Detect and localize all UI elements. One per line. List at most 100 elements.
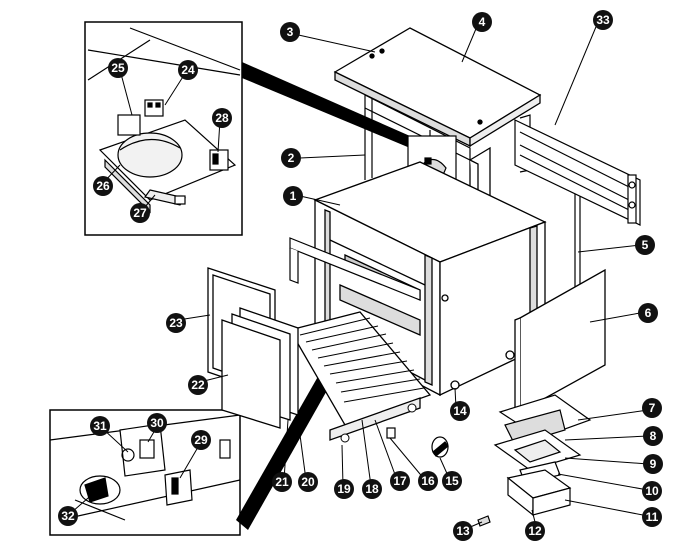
callout-number: 18 <box>365 482 379 496</box>
callout-circle <box>283 186 303 206</box>
callout-26: 26 <box>93 176 113 196</box>
callout-17: 17 <box>390 471 410 491</box>
callout-circle <box>472 12 492 32</box>
callout-number: 11 <box>646 510 659 524</box>
callout-number: 30 <box>150 416 164 430</box>
callout-number: 2 <box>288 151 295 165</box>
callout-circle <box>280 22 300 42</box>
callout-number: 10 <box>645 484 659 498</box>
callout-19: 19 <box>334 479 354 499</box>
callout-18: 18 <box>362 479 382 499</box>
callout-16: 16 <box>418 471 438 491</box>
side-panel-right <box>514 268 606 415</box>
callout-7: 7 <box>642 398 662 418</box>
callout-number: 26 <box>96 179 110 193</box>
callout-20: 20 <box>298 472 318 492</box>
wire-rack <box>289 311 432 443</box>
callout-circle <box>418 471 438 491</box>
callout-number: 7 <box>649 401 656 415</box>
callout-11: 11 <box>642 507 662 527</box>
callout-number: 4 <box>479 15 486 29</box>
callout-number: 24 <box>181 63 195 77</box>
callout-29: 29 <box>191 430 211 450</box>
callout-number: 5 <box>642 238 649 252</box>
callout-1: 1 <box>283 186 303 206</box>
callout-number: 8 <box>650 429 657 443</box>
callout-number: 23 <box>169 316 183 330</box>
callout-circle <box>130 203 150 223</box>
callout-circle <box>166 313 186 333</box>
callout-number: 19 <box>337 482 351 496</box>
callout-12: 12 <box>525 521 545 541</box>
callout-circle <box>525 521 545 541</box>
callout-circle <box>642 507 662 527</box>
callout-24: 24 <box>178 60 198 80</box>
callout-number: 16 <box>421 474 435 488</box>
callout-circle <box>593 10 613 30</box>
callout-number: 9 <box>650 457 657 471</box>
callout-circle <box>298 472 318 492</box>
callout-4: 4 <box>472 12 492 32</box>
callout-number: 32 <box>61 509 75 523</box>
inset-connector-top <box>242 62 410 148</box>
callout-circle <box>108 58 128 78</box>
callout-group: 1234567891011121314151617181920212223242… <box>58 10 663 541</box>
callout-number: 17 <box>393 474 407 488</box>
callout-3: 3 <box>280 22 300 42</box>
callout-circle <box>281 148 301 168</box>
callout-circle <box>442 471 462 491</box>
callout-number: 27 <box>133 206 147 220</box>
callout-22: 22 <box>188 375 208 395</box>
callout-27: 27 <box>130 203 150 223</box>
callout-25: 25 <box>108 58 128 78</box>
callout-30: 30 <box>147 413 167 433</box>
rail-assembly <box>514 119 641 226</box>
callout-circle <box>93 176 113 196</box>
callout-number: 12 <box>528 524 542 538</box>
callout-circle <box>642 481 662 501</box>
shelf-rail <box>289 237 421 301</box>
callout-circle <box>178 60 198 80</box>
callout-circle <box>147 413 167 433</box>
callout-21: 21 <box>272 472 292 492</box>
callout-2: 2 <box>281 148 301 168</box>
callout-number: 14 <box>453 404 467 418</box>
callout-number: 29 <box>194 433 208 447</box>
side-panel-left <box>574 185 581 300</box>
callout-number: 33 <box>596 13 610 27</box>
small-parts <box>386 427 491 527</box>
callout-circle <box>90 416 110 436</box>
callout-circle <box>212 108 232 128</box>
detail-inset-top <box>84 21 243 236</box>
callout-circle <box>58 506 78 526</box>
callout-9: 9 <box>643 454 663 474</box>
callout-circle <box>334 479 354 499</box>
callout-number: 1 <box>290 189 297 203</box>
callout-5: 5 <box>635 235 655 255</box>
callout-number: 3 <box>287 25 294 39</box>
callout-28: 28 <box>212 108 232 128</box>
callout-circle <box>272 472 292 492</box>
callout-circle <box>643 426 663 446</box>
callout-circle <box>362 479 382 499</box>
top-panel <box>333 27 542 148</box>
callout-number: 28 <box>215 111 229 125</box>
callout-circle <box>188 375 208 395</box>
callout-number: 13 <box>456 524 470 538</box>
callout-number: 21 <box>275 475 289 489</box>
callout-15: 15 <box>442 471 462 491</box>
callout-8: 8 <box>643 426 663 446</box>
callout-circle <box>191 430 211 450</box>
callout-10: 10 <box>642 481 662 501</box>
callout-13: 13 <box>453 521 473 541</box>
callout-number: 6 <box>645 306 652 320</box>
callout-number: 25 <box>111 61 125 75</box>
door-panels <box>207 267 299 429</box>
callout-circle <box>390 471 410 491</box>
callout-number: 15 <box>445 474 459 488</box>
detail-inset-bottom <box>49 409 241 536</box>
callout-14: 14 <box>450 401 470 421</box>
base-components <box>493 394 592 517</box>
callout-number: 20 <box>301 475 315 489</box>
